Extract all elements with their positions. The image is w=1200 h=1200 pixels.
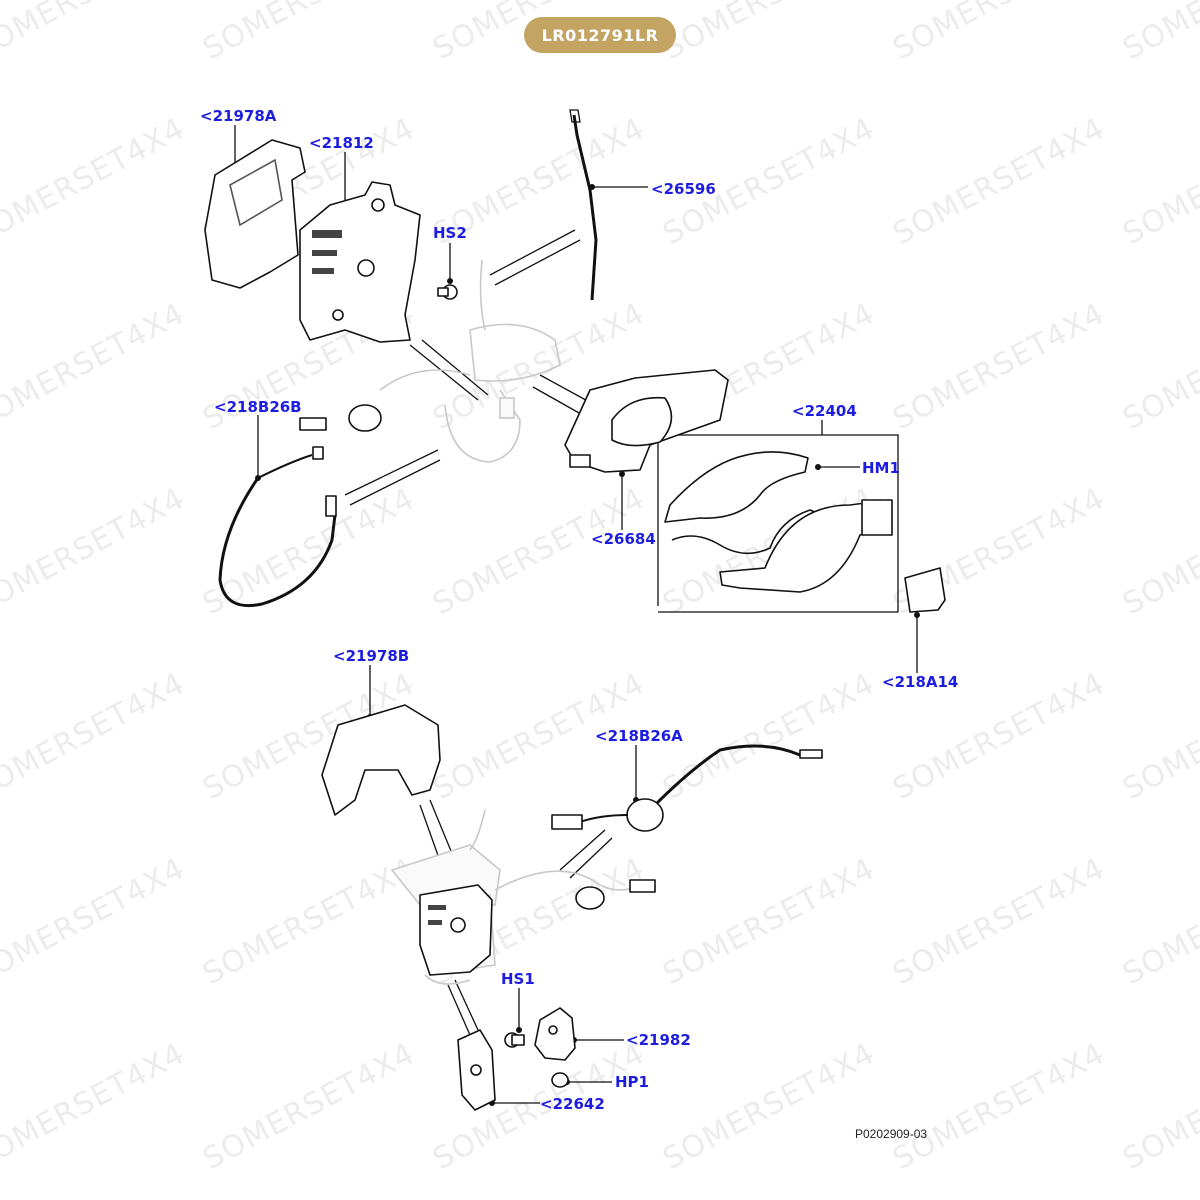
figure-reference: P0202909-03 bbox=[855, 1127, 928, 1141]
watermark-text: SOMERSET4X4 bbox=[887, 0, 1110, 67]
watermark-text: SOMERSET4X4 bbox=[657, 1036, 880, 1177]
watermark-text: SOMERSET4X4 bbox=[1117, 296, 1200, 437]
watermark-text: SOMERSET4X4 bbox=[427, 481, 650, 622]
watermark-text: SOMERSET4X4 bbox=[0, 0, 191, 67]
watermark-text: SOMERSET4X4 bbox=[197, 851, 420, 992]
watermark-text: SOMERSET4X4 bbox=[1117, 481, 1200, 622]
end-cap-218a14 bbox=[904, 567, 946, 613]
watermark-text: SOMERSET4X4 bbox=[887, 851, 1110, 992]
release-cable-218b26b bbox=[218, 477, 337, 607]
watermark-text: SOMERSET4X4 bbox=[0, 296, 191, 437]
callout-22404[interactable]: <22404 bbox=[792, 402, 857, 420]
callout-21978b[interactable]: <21978B bbox=[333, 647, 410, 665]
screw-hs1 bbox=[504, 1032, 525, 1048]
watermark-text: SOMERSET4X4 bbox=[657, 851, 880, 992]
latch-cover-21978b bbox=[321, 704, 441, 816]
callout-218b26b[interactable]: <218B26B bbox=[214, 398, 302, 416]
callout-hm1[interactable]: HM1 bbox=[862, 459, 900, 477]
plug-hp1 bbox=[551, 1072, 569, 1088]
callout-218a14[interactable]: <218A14 bbox=[882, 673, 959, 691]
watermark-text: SOMERSET4X4 bbox=[0, 851, 191, 992]
watermark-text: SOMERSET4X4 bbox=[1117, 0, 1200, 67]
watermark-text: SOMERSET4X4 bbox=[1117, 666, 1200, 807]
handle-gasket-lower bbox=[671, 509, 823, 555]
callout-21978a[interactable]: <21978A bbox=[200, 107, 277, 125]
watermark-text: SOMERSET4X4 bbox=[887, 1036, 1110, 1177]
handle-gasket-hm1 bbox=[664, 451, 809, 523]
callout-22642[interactable]: <22642 bbox=[540, 1095, 605, 1113]
watermark-text: SOMERSET4X4 bbox=[887, 111, 1110, 252]
watermark-text: SOMERSET4X4 bbox=[657, 666, 880, 807]
watermark-text: SOMERSET4X4 bbox=[0, 666, 191, 807]
watermark-text: SOMERSET4X4 bbox=[1117, 851, 1200, 992]
watermark-text: SOMERSET4X4 bbox=[0, 111, 191, 252]
screw-hs2 bbox=[437, 284, 458, 300]
watermark-text: SOMERSET4X4 bbox=[1117, 111, 1200, 252]
watermark-text: SOMERSET4X4 bbox=[0, 1036, 191, 1177]
ghost-assembly-upper bbox=[379, 259, 561, 463]
release-cable-218b26a bbox=[653, 744, 801, 807]
watermark-text: SOMERSET4X4 bbox=[0, 481, 191, 622]
latch-cover-21978a bbox=[204, 139, 306, 289]
part-number-badge: LR012791LR bbox=[524, 17, 676, 53]
control-rod-26596 bbox=[572, 114, 598, 301]
callout-21982[interactable]: <21982 bbox=[626, 1031, 691, 1049]
callout-21812[interactable]: <21812 bbox=[309, 134, 374, 152]
callout-26684[interactable]: <26684 bbox=[591, 530, 656, 548]
callout-hs2[interactable]: HS2 bbox=[433, 224, 467, 242]
watermark-text: SOMERSET4X4 bbox=[887, 296, 1110, 437]
leader-lines bbox=[234, 125, 918, 1104]
callout-hs1[interactable]: HS1 bbox=[501, 970, 535, 988]
watermark-text: SOMERSET4X4 bbox=[197, 0, 420, 67]
callout-hp1[interactable]: HP1 bbox=[615, 1073, 649, 1091]
callout-26596[interactable]: <26596 bbox=[651, 180, 716, 198]
watermark-text: SOMERSET4X4 bbox=[657, 0, 880, 67]
watermark-text: SOMERSET4X4 bbox=[197, 1036, 420, 1177]
callout-218b26a[interactable]: <218B26A bbox=[595, 727, 683, 745]
watermark-text: SOMERSET4X4 bbox=[1117, 1036, 1200, 1177]
